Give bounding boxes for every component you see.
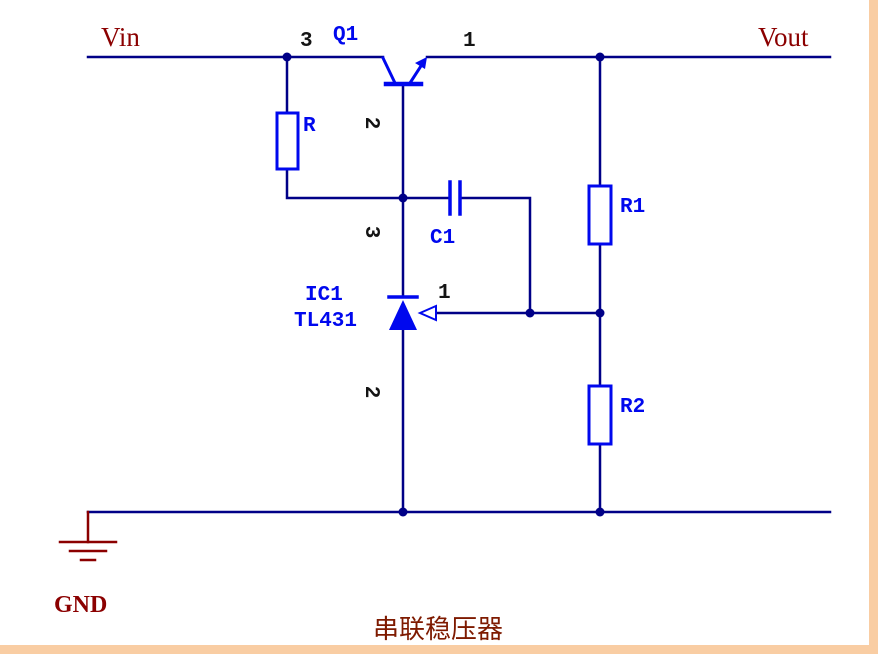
net-label-gnd: GND <box>54 592 107 618</box>
ground-symbol <box>58 510 118 562</box>
wire-c1-right-down <box>459 196 532 315</box>
junctions <box>282 52 605 517</box>
designator-c1: C1 <box>430 227 455 250</box>
junction-dot <box>595 507 605 517</box>
resistor-r2-symbol <box>587 384 613 446</box>
pin-tl431-cathode: 3 <box>359 226 382 239</box>
pin-q1-collector: 3 <box>300 30 313 53</box>
net-label-vin: Vin <box>101 22 140 52</box>
designator-r: R <box>303 115 316 138</box>
wire-r-bottom-to-base <box>285 167 405 200</box>
resistor-r-symbol <box>275 111 300 171</box>
junction-dot <box>282 52 292 62</box>
designator-r1: R1 <box>620 196 645 219</box>
pin-tl431-anode: 2 <box>359 386 382 399</box>
junction-dot <box>595 52 605 62</box>
capacitor-c1-symbol <box>448 180 462 216</box>
pin-q1-emitter: 1 <box>463 30 476 53</box>
junction-dot <box>525 308 535 318</box>
part-tl431: TL431 <box>294 310 357 333</box>
tl431-ref-arrow-icon <box>417 304 437 322</box>
q1-emitter-arrow-icon <box>415 57 427 69</box>
q1-collector-lead <box>380 55 398 86</box>
transistor-q1-symbol <box>380 55 427 87</box>
resistor-r1-symbol <box>587 184 613 246</box>
wires <box>86 55 832 514</box>
tl431-anode-triangle <box>389 300 417 330</box>
page-border-right <box>869 0 878 654</box>
pin-q1-base: 2 <box>359 117 382 130</box>
junction-dot <box>398 507 408 517</box>
diagram-title: 串联稳压器 <box>373 615 503 644</box>
designator-ic1: IC1 <box>305 284 343 307</box>
net-label-vout: Vout <box>758 22 809 52</box>
junction-dot <box>595 308 605 318</box>
q1-emitter-lead <box>407 63 424 86</box>
page-border-bottom <box>0 645 878 654</box>
designator-q1: Q1 <box>333 24 358 47</box>
pin-tl431-ref: 1 <box>438 282 451 305</box>
tl431-symbol <box>387 295 437 330</box>
designator-r2: R2 <box>620 396 645 419</box>
junction-dot <box>398 193 408 203</box>
